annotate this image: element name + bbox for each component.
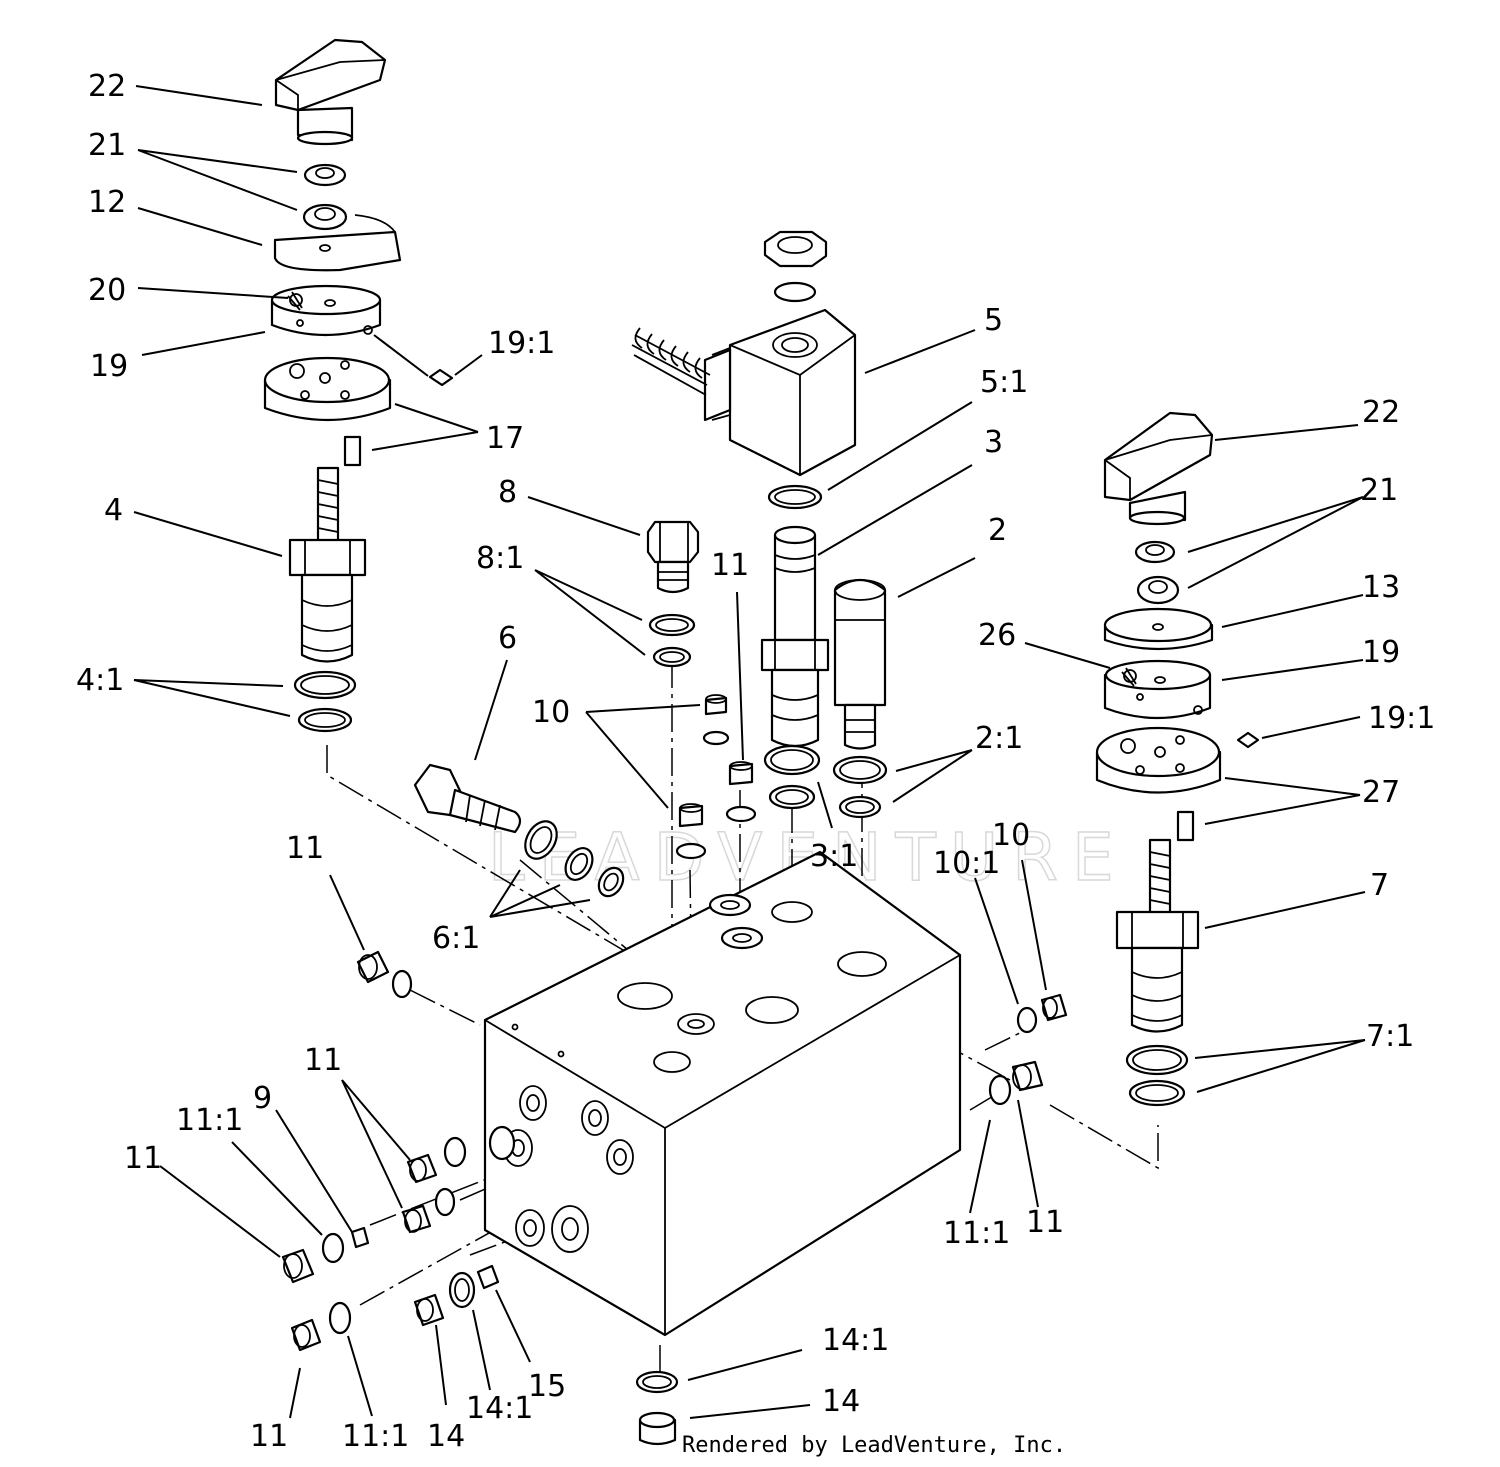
orings-2-1 (832, 755, 888, 819)
left-orings-4-1 (293, 670, 357, 733)
left-collar-19 (270, 284, 382, 337)
callout-8-1: 8:1 (476, 541, 524, 576)
callout-14-bottom: 14 (822, 1384, 860, 1419)
orings-8-1 (648, 613, 696, 668)
right-orings-7-1 (1125, 1044, 1189, 1107)
right-detent-plate-27 (1095, 726, 1222, 842)
callout-21-left: 21 (88, 128, 126, 163)
callout-9: 9 (253, 1081, 272, 1116)
callout-3: 3 (984, 425, 1003, 460)
callout-22-left: 22 (88, 69, 126, 104)
callout-14-left: 14 (427, 1419, 465, 1454)
orings-6-1 (524, 820, 625, 898)
check-valve-6 (413, 763, 522, 834)
left-detent-plate-17 (263, 356, 392, 467)
oring-5-1 (767, 484, 823, 510)
right-knob-22 (1103, 411, 1214, 526)
left-valve-4 (288, 466, 367, 663)
callout-15: 15 (528, 1369, 566, 1404)
right-valve-7 (1115, 838, 1200, 1033)
callout-12: 12 (88, 185, 126, 220)
rendered-by-credit: Rendered by LeadVenture, Inc. (682, 1433, 1066, 1458)
callout-4-1: 4:1 (76, 663, 124, 698)
callout-10-1: 10:1 (933, 846, 1000, 881)
callout-11-1-left: 11:1 (176, 1103, 243, 1138)
callout-3-1: 3:1 (810, 839, 858, 874)
left-nuts-21 (302, 163, 348, 231)
solenoid-coil-5 (631, 308, 857, 477)
orings-3-1 (763, 744, 821, 923)
callout-11-right: 11 (1026, 1205, 1064, 1240)
check-valve-8 (646, 520, 700, 594)
callout-5: 5 (984, 303, 1003, 338)
left-pin-19-1 (428, 368, 454, 387)
callout-26: 26 (978, 618, 1016, 653)
callout-17: 17 (486, 421, 524, 456)
plugs-right-side (988, 993, 1068, 1106)
cartridge-3 (760, 525, 830, 748)
callout-4: 4 (104, 493, 123, 528)
right-nuts-21 (1134, 540, 1180, 605)
callout-11-bottom-left: 11 (250, 1419, 288, 1454)
callout-10-center: 10 (532, 695, 570, 730)
callout-10-right: 10 (992, 818, 1030, 853)
plugs-10-and-11 (675, 694, 764, 950)
callout-27: 27 (1362, 775, 1400, 810)
callout-7-1: 7:1 (1366, 1019, 1414, 1054)
callout-2: 2 (988, 513, 1007, 548)
manifold-block (483, 850, 962, 1337)
callout-11-mid-left: 11 (304, 1043, 342, 1078)
callout-11-center: 11 (711, 548, 749, 583)
callout-14-1-bottom: 14:1 (822, 1323, 889, 1358)
callout-2-1: 2:1 (975, 721, 1023, 756)
callout-11-1-right: 11:1 (943, 1216, 1010, 1251)
plugs-lower-left (281, 1125, 516, 1352)
callout-6: 6 (498, 621, 517, 656)
bottom-plug-14 (635, 1370, 679, 1446)
callout-19-1-left: 19:1 (488, 326, 555, 361)
callout-11-upper-left: 11 (286, 831, 324, 866)
callout-19-left: 19 (90, 349, 128, 384)
solenoid-nut (763, 230, 828, 303)
callout-13: 13 (1362, 570, 1400, 605)
callout-20: 20 (88, 273, 126, 308)
relief-valve-2 (833, 578, 887, 750)
right-plate-13 (1103, 607, 1214, 651)
callout-14-1-left: 14:1 (466, 1391, 533, 1426)
callout-6-1: 6:1 (432, 921, 480, 956)
callout-22-right: 22 (1362, 395, 1400, 430)
plug-11-upper-left (356, 950, 413, 999)
left-knob-22 (274, 38, 387, 146)
leader-lines (133, 85, 1366, 1419)
callout-7: 7 (1370, 868, 1389, 903)
right-pin-19-1 (1236, 731, 1260, 749)
right-collar-19 (1103, 659, 1212, 720)
callout-21-right: 21 (1360, 473, 1398, 508)
callout-19-1-right: 19:1 (1368, 701, 1435, 736)
callout-11-far-left: 11 (124, 1141, 162, 1176)
callout-labels: 22 21 12 20 19 19:1 17 4 4:1 5 5:1 3 2 8… (76, 69, 1435, 1454)
left-plate-12 (273, 214, 402, 272)
callout-5-1: 5:1 (980, 365, 1028, 400)
callout-19-right: 19 (1362, 635, 1400, 670)
callout-8: 8 (498, 475, 517, 510)
callout-11-1-bottom: 11:1 (342, 1419, 409, 1454)
